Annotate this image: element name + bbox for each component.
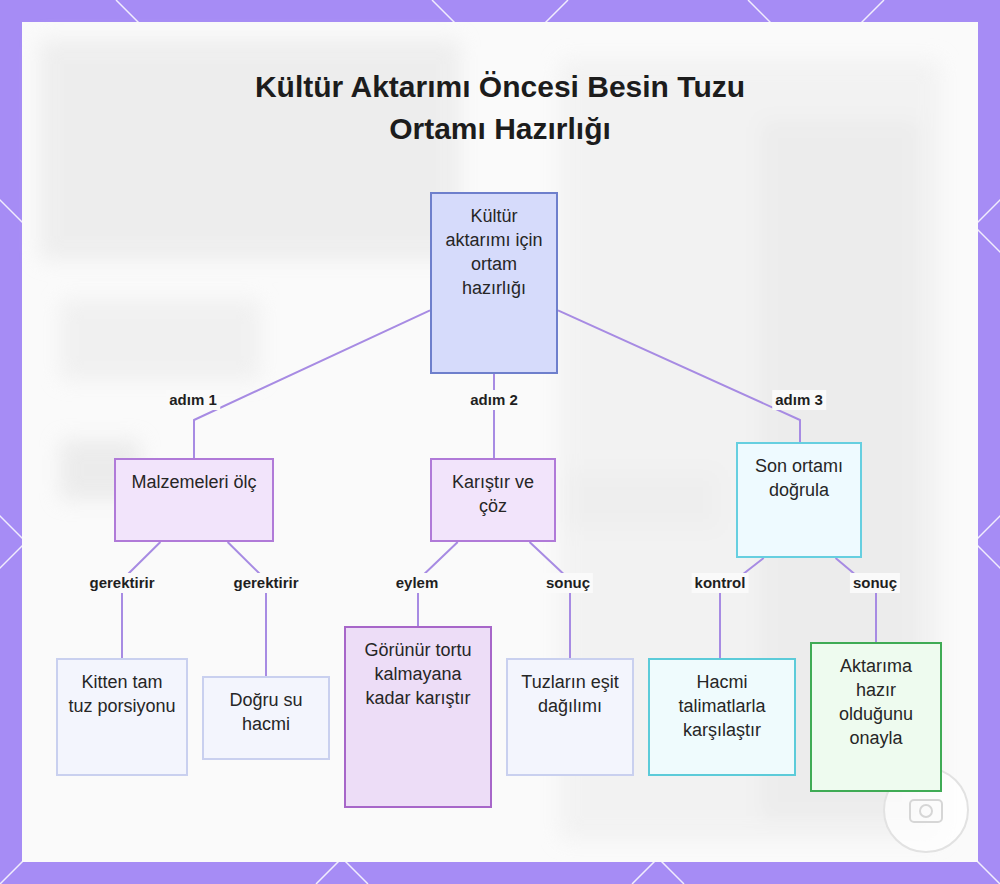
connector-line (836, 558, 876, 642)
process-box: Karıştır ve çöz (430, 458, 556, 542)
connector-line (558, 310, 800, 442)
edge-label: gerektirir (230, 573, 301, 593)
process-box: Kitten tam tuz porsiyonu (56, 658, 188, 776)
node-text: Karıştır ve çöz (442, 470, 544, 518)
process-box: Aktarıma hazır olduğunu onayla (810, 642, 942, 792)
diagram-title: Kültür Aktarımı Öncesi Besin Tuzu Ortamı… (210, 66, 790, 150)
node-text: Hacmi talimatlarla karşılaştır (660, 670, 784, 742)
edge-label: adım 1 (166, 390, 220, 410)
process-box: Kültür aktarımı için ortam hazırlığı (430, 192, 558, 374)
process-box: Hacmi talimatlarla karşılaştır (648, 658, 796, 776)
edge-label: sonuç (543, 573, 593, 593)
node-text: Kültür aktarımı için ortam hazırlığı (442, 204, 546, 300)
edge-label: eylem (393, 573, 442, 593)
connector-line (228, 542, 266, 676)
node-text: Görünür tortu kalmayana kadar karıştır (356, 638, 480, 710)
connector-line (530, 542, 570, 658)
connector-line (122, 542, 160, 658)
connector-line (194, 310, 430, 458)
node-text: Kitten tam tuz porsiyonu (68, 670, 176, 718)
edge-label: gerektirir (86, 573, 157, 593)
process-box: Tuzların eşit dağılımı (506, 658, 634, 776)
process-box: Son ortamı doğrula (736, 442, 862, 558)
process-box: Malzemeleri ölç (114, 458, 274, 542)
node-text: Aktarıma hazır olduğunu onayla (822, 654, 930, 750)
edge-label: adım 3 (772, 390, 826, 410)
edge-label: sonuç (850, 573, 900, 593)
node-text: Malzemeleri ölç (126, 470, 262, 494)
blurred-photo (40, 40, 940, 840)
node-text: Tuzların eşit dağılımı (518, 670, 622, 718)
node-text: Son ortamı doğrula (748, 454, 850, 502)
node-text: Doğru su hacmi (214, 688, 318, 736)
process-box: Doğru su hacmi (202, 676, 330, 760)
edge-label: kontrol (692, 573, 749, 593)
canvas (22, 22, 978, 862)
edge-label: adım 2 (467, 390, 521, 410)
connector-line (493, 374, 495, 458)
process-box: Görünür tortu kalmayana kadar karıştır (344, 626, 492, 808)
